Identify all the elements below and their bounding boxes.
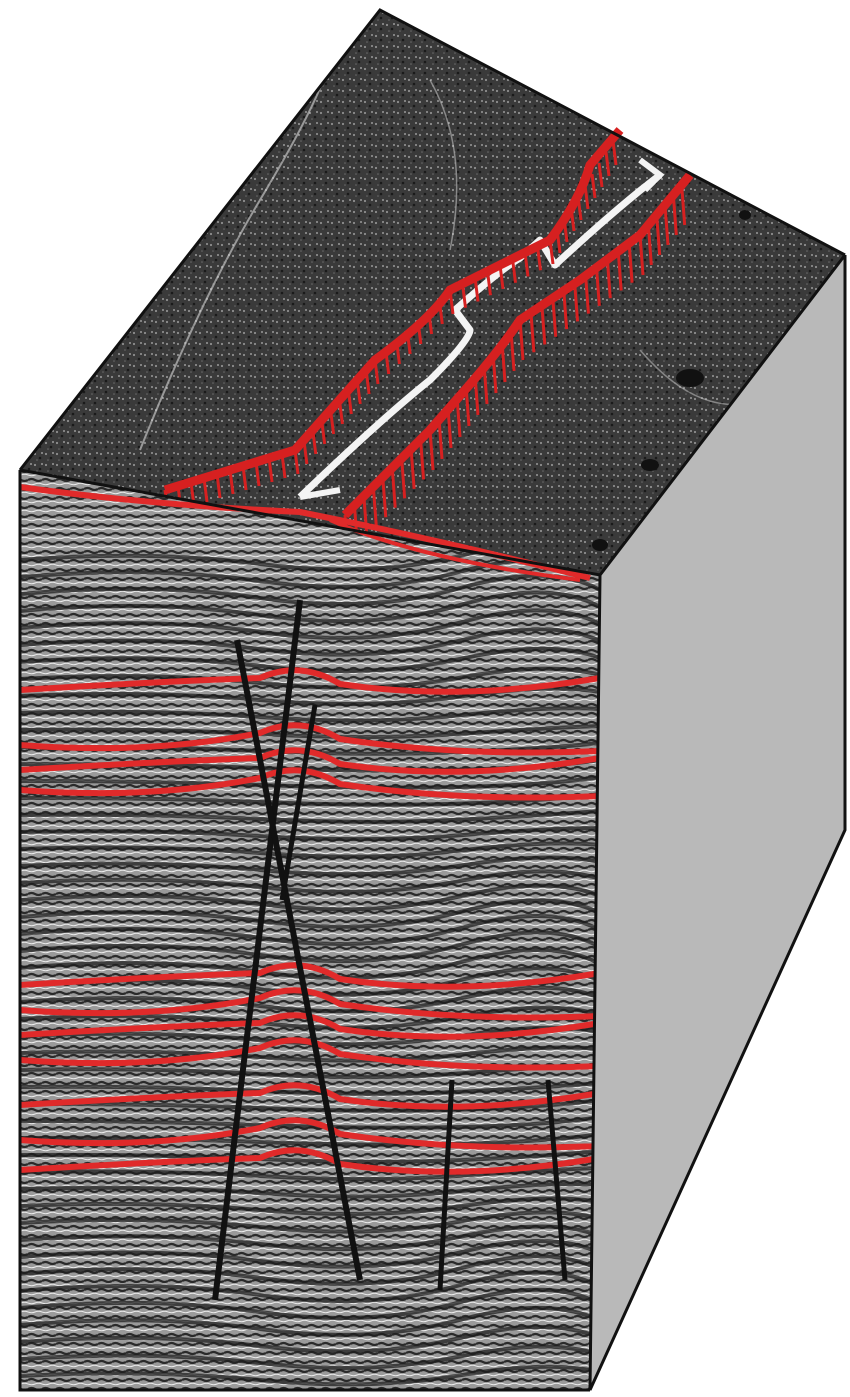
front-face: [20, 470, 600, 1390]
